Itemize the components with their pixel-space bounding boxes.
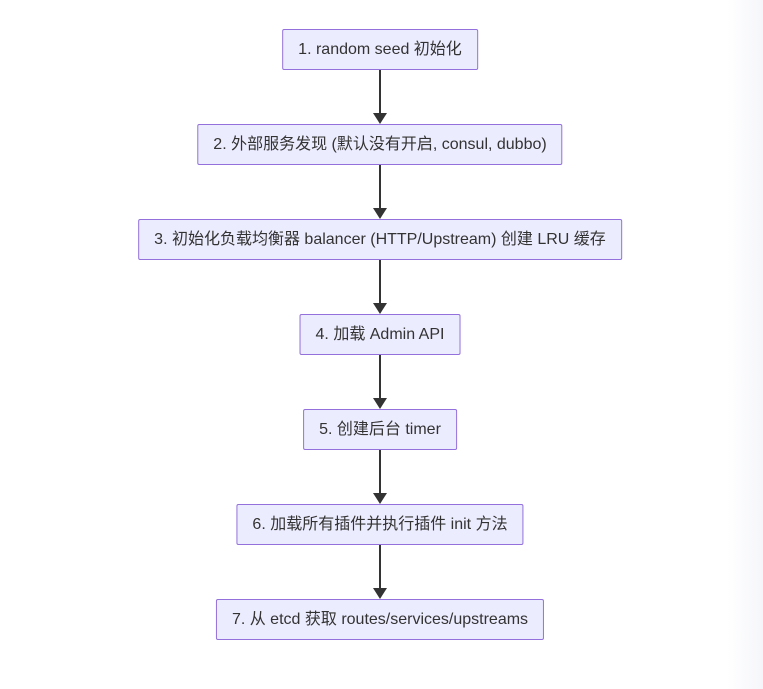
arrow-down-2-3 — [373, 165, 387, 219]
flow-node-1: 1. random seed 初始化 — [282, 29, 478, 70]
flow-node-5: 5. 创建后台 timer — [303, 409, 457, 450]
arrowhead-icon — [373, 303, 387, 314]
arrowhead-icon — [373, 113, 387, 124]
flow-node-7: 7. 从 etcd 获取 routes/services/upstreams — [215, 599, 545, 640]
arrow-down-5-6 — [373, 450, 387, 504]
flow-node-5-label: 5. 创建后台 timer — [319, 420, 441, 438]
arrow-down-4-5 — [373, 355, 387, 409]
flow-node-2-label: 2. 外部服务发现 (默认没有开启, consul, dubbo) — [213, 135, 547, 153]
arrow-shaft — [379, 355, 381, 398]
flow-node-6: 6. 加载所有插件并执行插件 init 方法 — [236, 504, 524, 545]
arrowhead-icon — [373, 588, 387, 599]
flow-node-7-label: 7. 从 etcd 获取 routes/services/upstreams — [231, 610, 529, 628]
flow-node-1-label: 1. random seed 初始化 — [298, 40, 462, 58]
flow-node-4: 4. 加载 Admin API — [299, 314, 461, 355]
right-edge-fade — [727, 0, 763, 689]
arrow-shaft — [379, 70, 381, 113]
arrowhead-icon — [373, 493, 387, 504]
arrowhead-icon — [373, 208, 387, 219]
arrow-down-3-4 — [373, 260, 387, 314]
arrow-shaft — [379, 545, 381, 588]
arrow-down-1-2 — [373, 70, 387, 124]
flow-node-3-label: 3. 初始化负载均衡器 balancer (HTTP/Upstream) 创建 … — [154, 230, 606, 248]
arrowhead-icon — [373, 398, 387, 409]
flow-node-4-label: 4. 加载 Admin API — [315, 325, 445, 343]
flow-node-2: 2. 外部服务发现 (默认没有开启, consul, dubbo) — [197, 124, 563, 165]
arrow-shaft — [379, 260, 381, 303]
arrow-shaft — [379, 165, 381, 208]
flow-node-3: 3. 初始化负载均衡器 balancer (HTTP/Upstream) 创建 … — [138, 219, 622, 260]
arrow-down-6-7 — [373, 545, 387, 599]
flow-node-6-label: 6. 加载所有插件并执行插件 init 方法 — [252, 515, 508, 533]
arrow-shaft — [379, 450, 381, 493]
